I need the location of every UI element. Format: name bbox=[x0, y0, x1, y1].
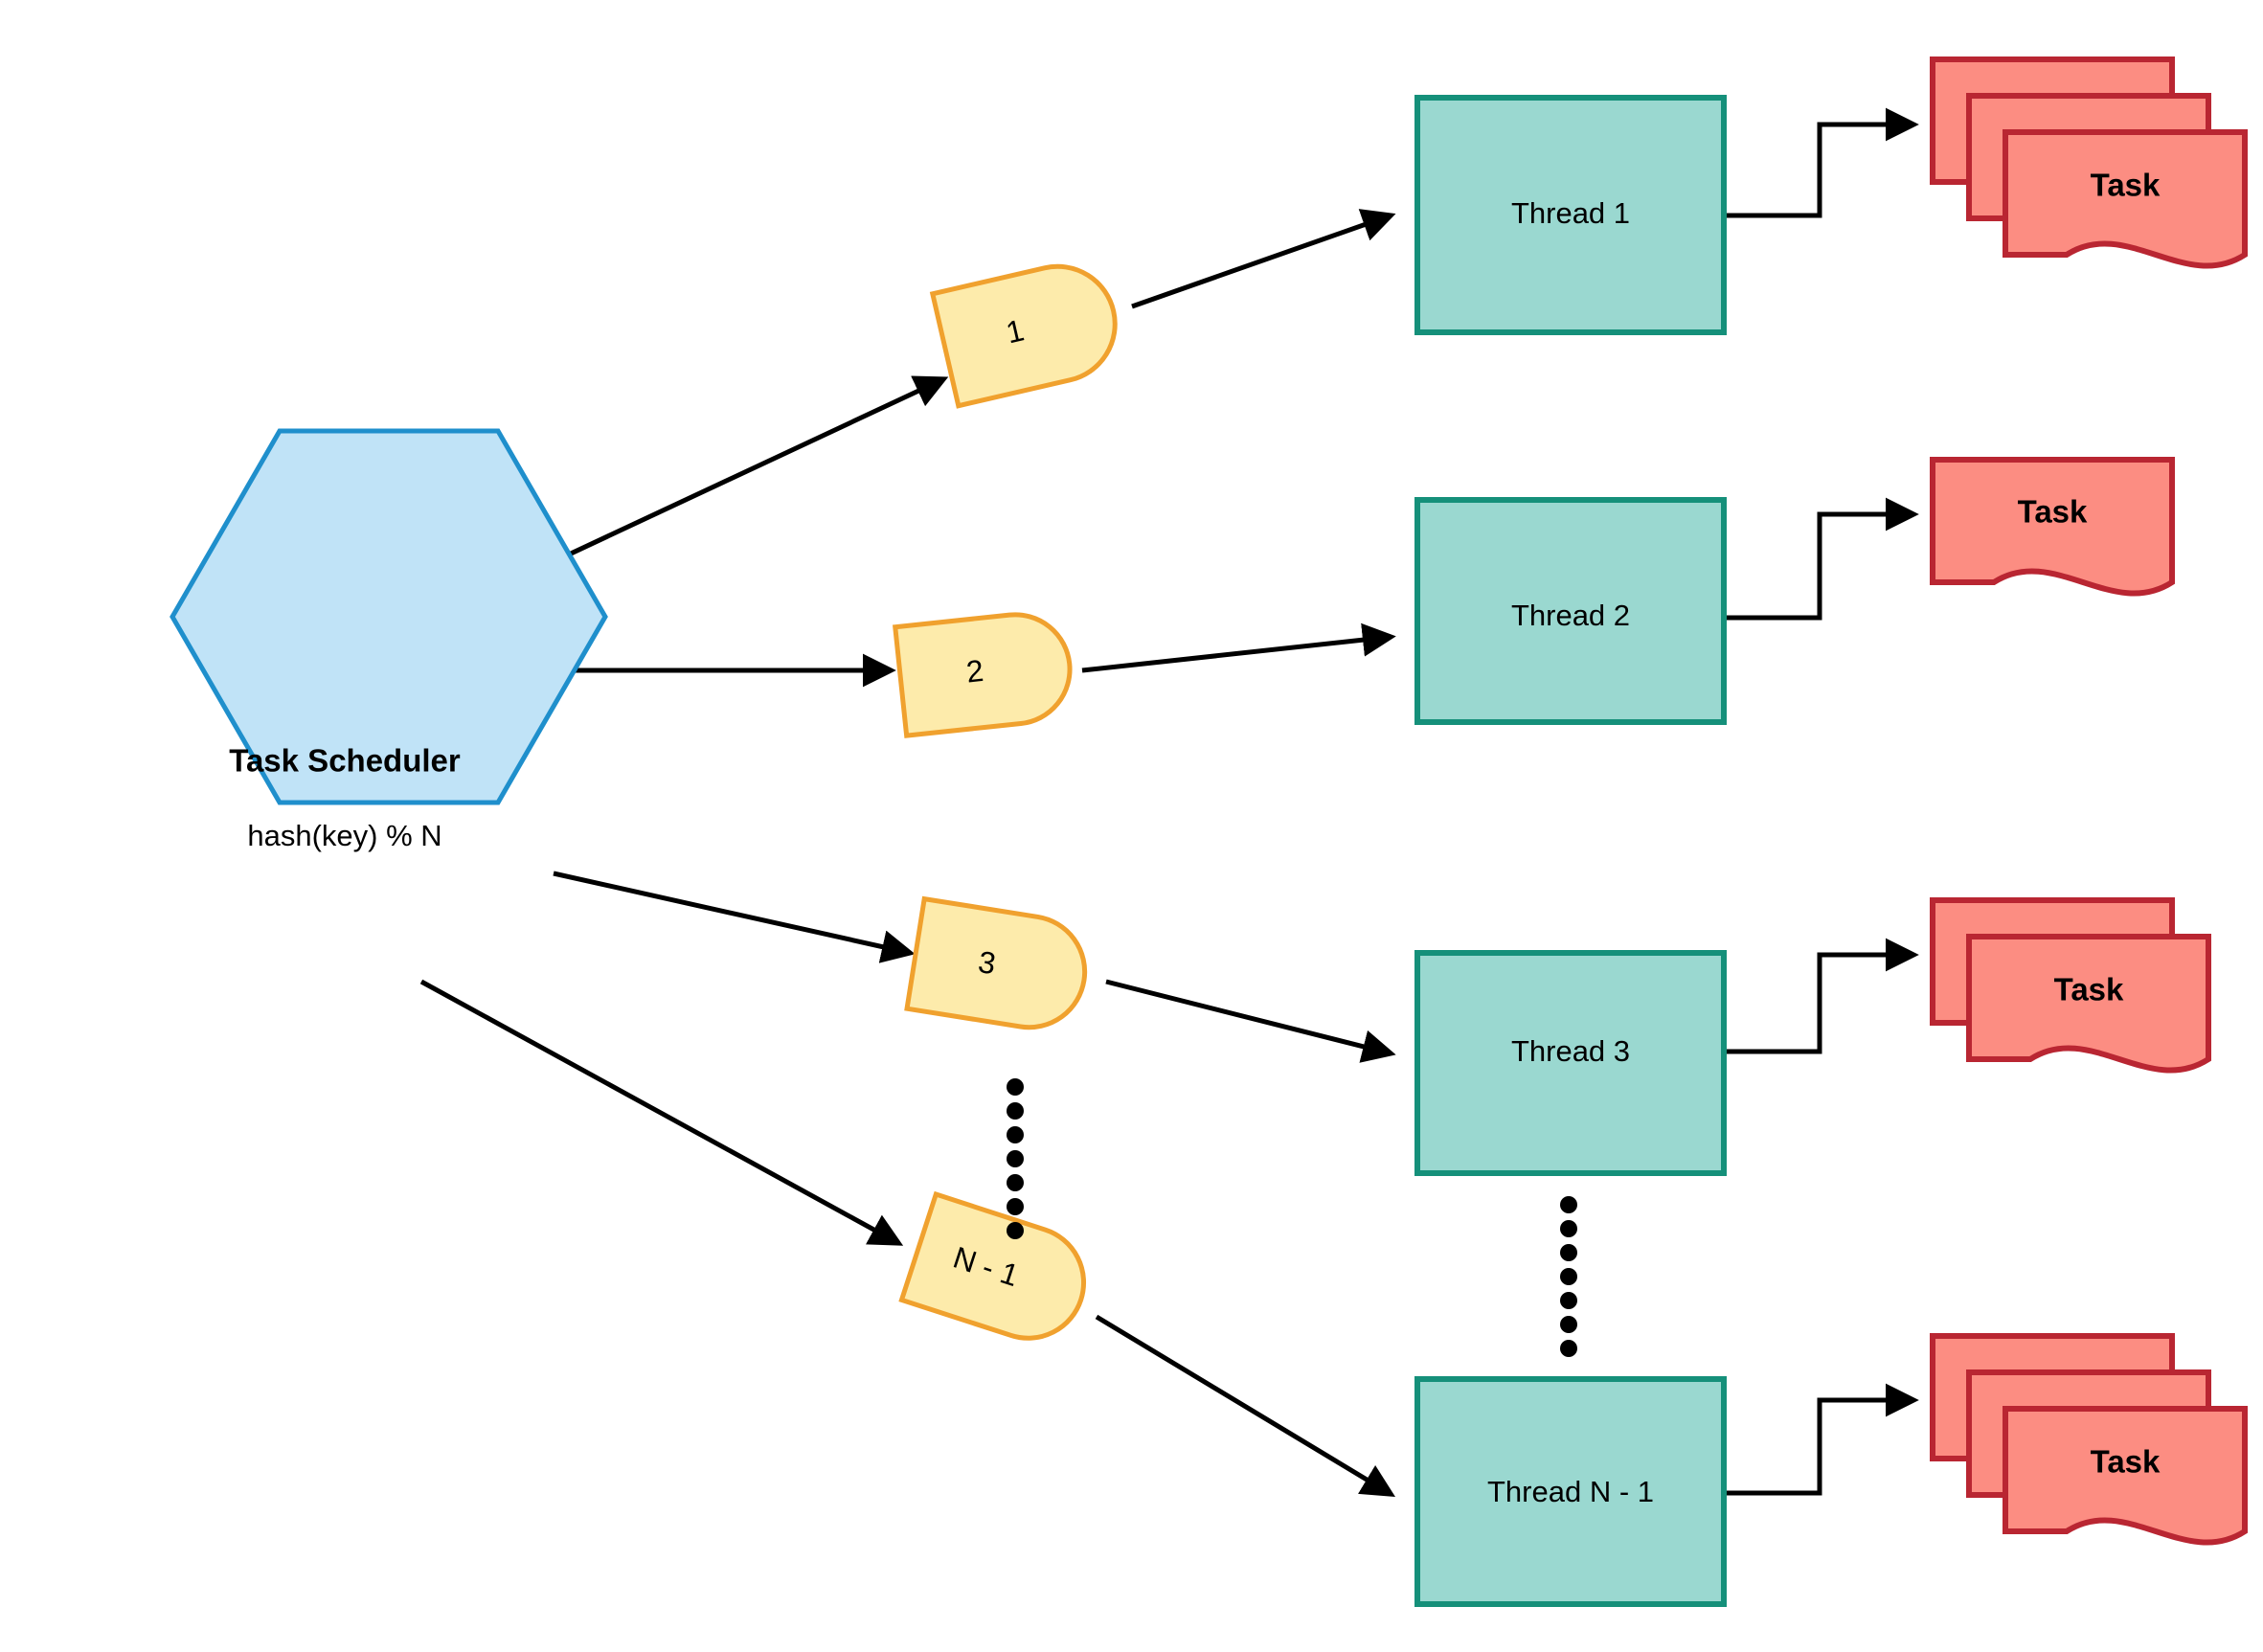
thread-n-1[interactable]: Thread N - 1 bbox=[1414, 1376, 1727, 1607]
queue-2-shape[interactable] bbox=[892, 609, 1075, 738]
queue-1[interactable]: 1 bbox=[929, 255, 1126, 409]
task-stack-2-label: Task bbox=[2018, 494, 2088, 530]
edge-queue-n-1-to-thread-n-1 bbox=[1095, 1314, 1395, 1498]
task-scheduler-formula: hash(key) % N bbox=[247, 819, 441, 852]
queue-3-shape[interactable] bbox=[904, 895, 1093, 1035]
task-scheduler-title: Task Scheduler bbox=[229, 743, 461, 779]
edge-thread-2-to-task-stack-2 bbox=[1724, 497, 1919, 621]
queue-3[interactable]: 3 bbox=[904, 895, 1093, 1035]
edge-thread-1-to-task-stack-1 bbox=[1724, 107, 1919, 218]
thread-3[interactable]: Thread 3 bbox=[1414, 950, 1727, 1176]
task-stack-3-label: Task bbox=[2054, 972, 2124, 1007]
thread-2-label: Thread 2 bbox=[1511, 599, 1630, 632]
task-document-front[interactable] bbox=[2003, 1406, 2248, 1546]
edge-queue-2-to-thread-2 bbox=[1081, 622, 1396, 673]
task-stack-2[interactable]: Task bbox=[1930, 457, 2175, 597]
thread-3-label: Thread 3 bbox=[1511, 1034, 1630, 1068]
thread-1-box[interactable] bbox=[1414, 95, 1727, 335]
task-stack-1[interactable]: Task bbox=[1930, 57, 2248, 269]
task-stack-1-label: Task bbox=[2091, 168, 2161, 203]
queue-ellipsis bbox=[1007, 1078, 1024, 1239]
thread-1-label: Thread 1 bbox=[1511, 196, 1630, 230]
thread-3-box[interactable] bbox=[1414, 950, 1727, 1176]
edges-threads-to-tasks bbox=[1724, 107, 1919, 1496]
thread-2[interactable]: Thread 2 bbox=[1414, 497, 1727, 725]
task-stack-n-1[interactable]: Task bbox=[1930, 1333, 2248, 1546]
edge-scheduler-to-queue-3 bbox=[553, 871, 916, 963]
thread-n-1-box[interactable] bbox=[1414, 1376, 1727, 1607]
thread-ellipsis bbox=[1560, 1196, 1577, 1357]
edge-scheduler-to-queue-n-1 bbox=[419, 979, 904, 1246]
task-document-front[interactable] bbox=[1930, 457, 2175, 597]
edge-thread-n-1-to-task-stack-n-1 bbox=[1724, 1383, 1919, 1496]
thread-n-1-label: Thread N - 1 bbox=[1487, 1475, 1654, 1508]
thread-2-box[interactable] bbox=[1414, 497, 1727, 725]
queue-2-label: 2 bbox=[964, 653, 984, 690]
queue-n-1[interactable]: N - 1 bbox=[898, 1190, 1098, 1352]
queue-3-label: 3 bbox=[976, 944, 998, 981]
task-scheduler-hexagon[interactable] bbox=[170, 428, 608, 805]
task-scheduler[interactable]: Task Scheduler hash(key) % N bbox=[170, 428, 608, 852]
task-stack-n-1-label: Task bbox=[2091, 1444, 2161, 1480]
queue-1-shape[interactable] bbox=[929, 255, 1126, 409]
task-stack-3[interactable]: Task bbox=[1930, 897, 2211, 1074]
task-document-front[interactable] bbox=[2003, 129, 2248, 269]
edges-queues-to-threads bbox=[1081, 209, 1396, 1498]
queue-2[interactable]: 2 bbox=[892, 609, 1075, 738]
edge-queue-1-to-thread-1 bbox=[1131, 209, 1396, 309]
task-document-front[interactable] bbox=[1966, 934, 2211, 1074]
edge-thread-3-to-task-stack-3 bbox=[1724, 938, 1919, 1054]
queue-n-1-shape[interactable] bbox=[898, 1190, 1098, 1352]
edge-queue-3-to-thread-3 bbox=[1105, 979, 1396, 1063]
thread-1[interactable]: Thread 1 bbox=[1414, 95, 1727, 335]
